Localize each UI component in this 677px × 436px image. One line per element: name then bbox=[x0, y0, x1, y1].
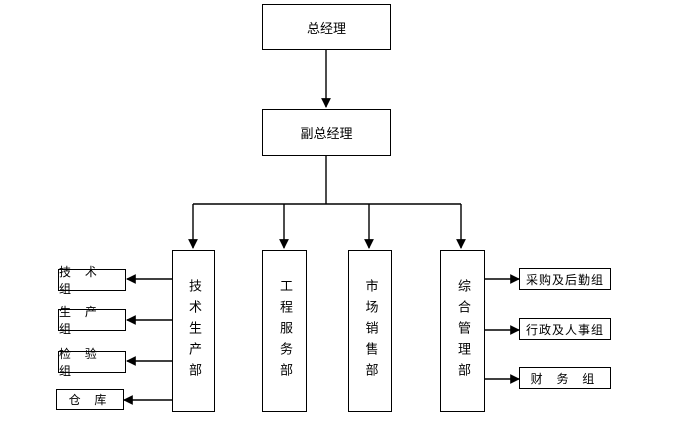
finance-group-box: 财 务 组 bbox=[519, 367, 611, 389]
deputy-general-manager-box: 副总经理 bbox=[262, 109, 391, 156]
production-group-label: 生 产 组 bbox=[59, 305, 102, 336]
dept-general-admin-box: 综合管理部 bbox=[440, 250, 485, 412]
dept-engineering-service-box: 工程服务部 bbox=[262, 250, 307, 412]
warehouse-box: 仓 库 bbox=[56, 389, 124, 410]
dept-marketing-sales-box: 市场销售部 bbox=[348, 250, 392, 412]
general-manager-label: 总经理 bbox=[306, 21, 346, 37]
dept-marketing-sales-label: 市场销售部 bbox=[362, 278, 378, 384]
purchasing-logistics-group-label: 采购及后勤组 bbox=[525, 272, 604, 287]
general-manager-box: 总经理 bbox=[262, 4, 391, 50]
tech-group-label: 技 术 组 bbox=[59, 265, 102, 296]
dept-engineering-service-label: 工程服务部 bbox=[277, 278, 292, 384]
dept-tech-production-box: 技术生产部 bbox=[172, 250, 215, 412]
production-group-box: 生 产 组 bbox=[58, 305, 126, 336]
finance-group-label: 财 务 组 bbox=[530, 371, 600, 386]
dept-tech-production-label: 技术生产部 bbox=[186, 278, 201, 384]
tech-group-box: 技 术 组 bbox=[58, 265, 126, 296]
dept-general-admin-label: 综合管理部 bbox=[455, 278, 470, 384]
admin-hr-group-label: 行政及人事组 bbox=[525, 322, 604, 337]
deputy-general-manager-label: 副总经理 bbox=[300, 127, 353, 142]
inspection-group-box: 检 验 组 bbox=[58, 347, 126, 378]
purchasing-logistics-group-box: 采购及后勤组 bbox=[519, 268, 611, 290]
inspection-group-label: 检 验 组 bbox=[59, 347, 102, 378]
admin-hr-group-box: 行政及人事组 bbox=[519, 318, 611, 340]
warehouse-label: 仓 库 bbox=[68, 393, 112, 407]
